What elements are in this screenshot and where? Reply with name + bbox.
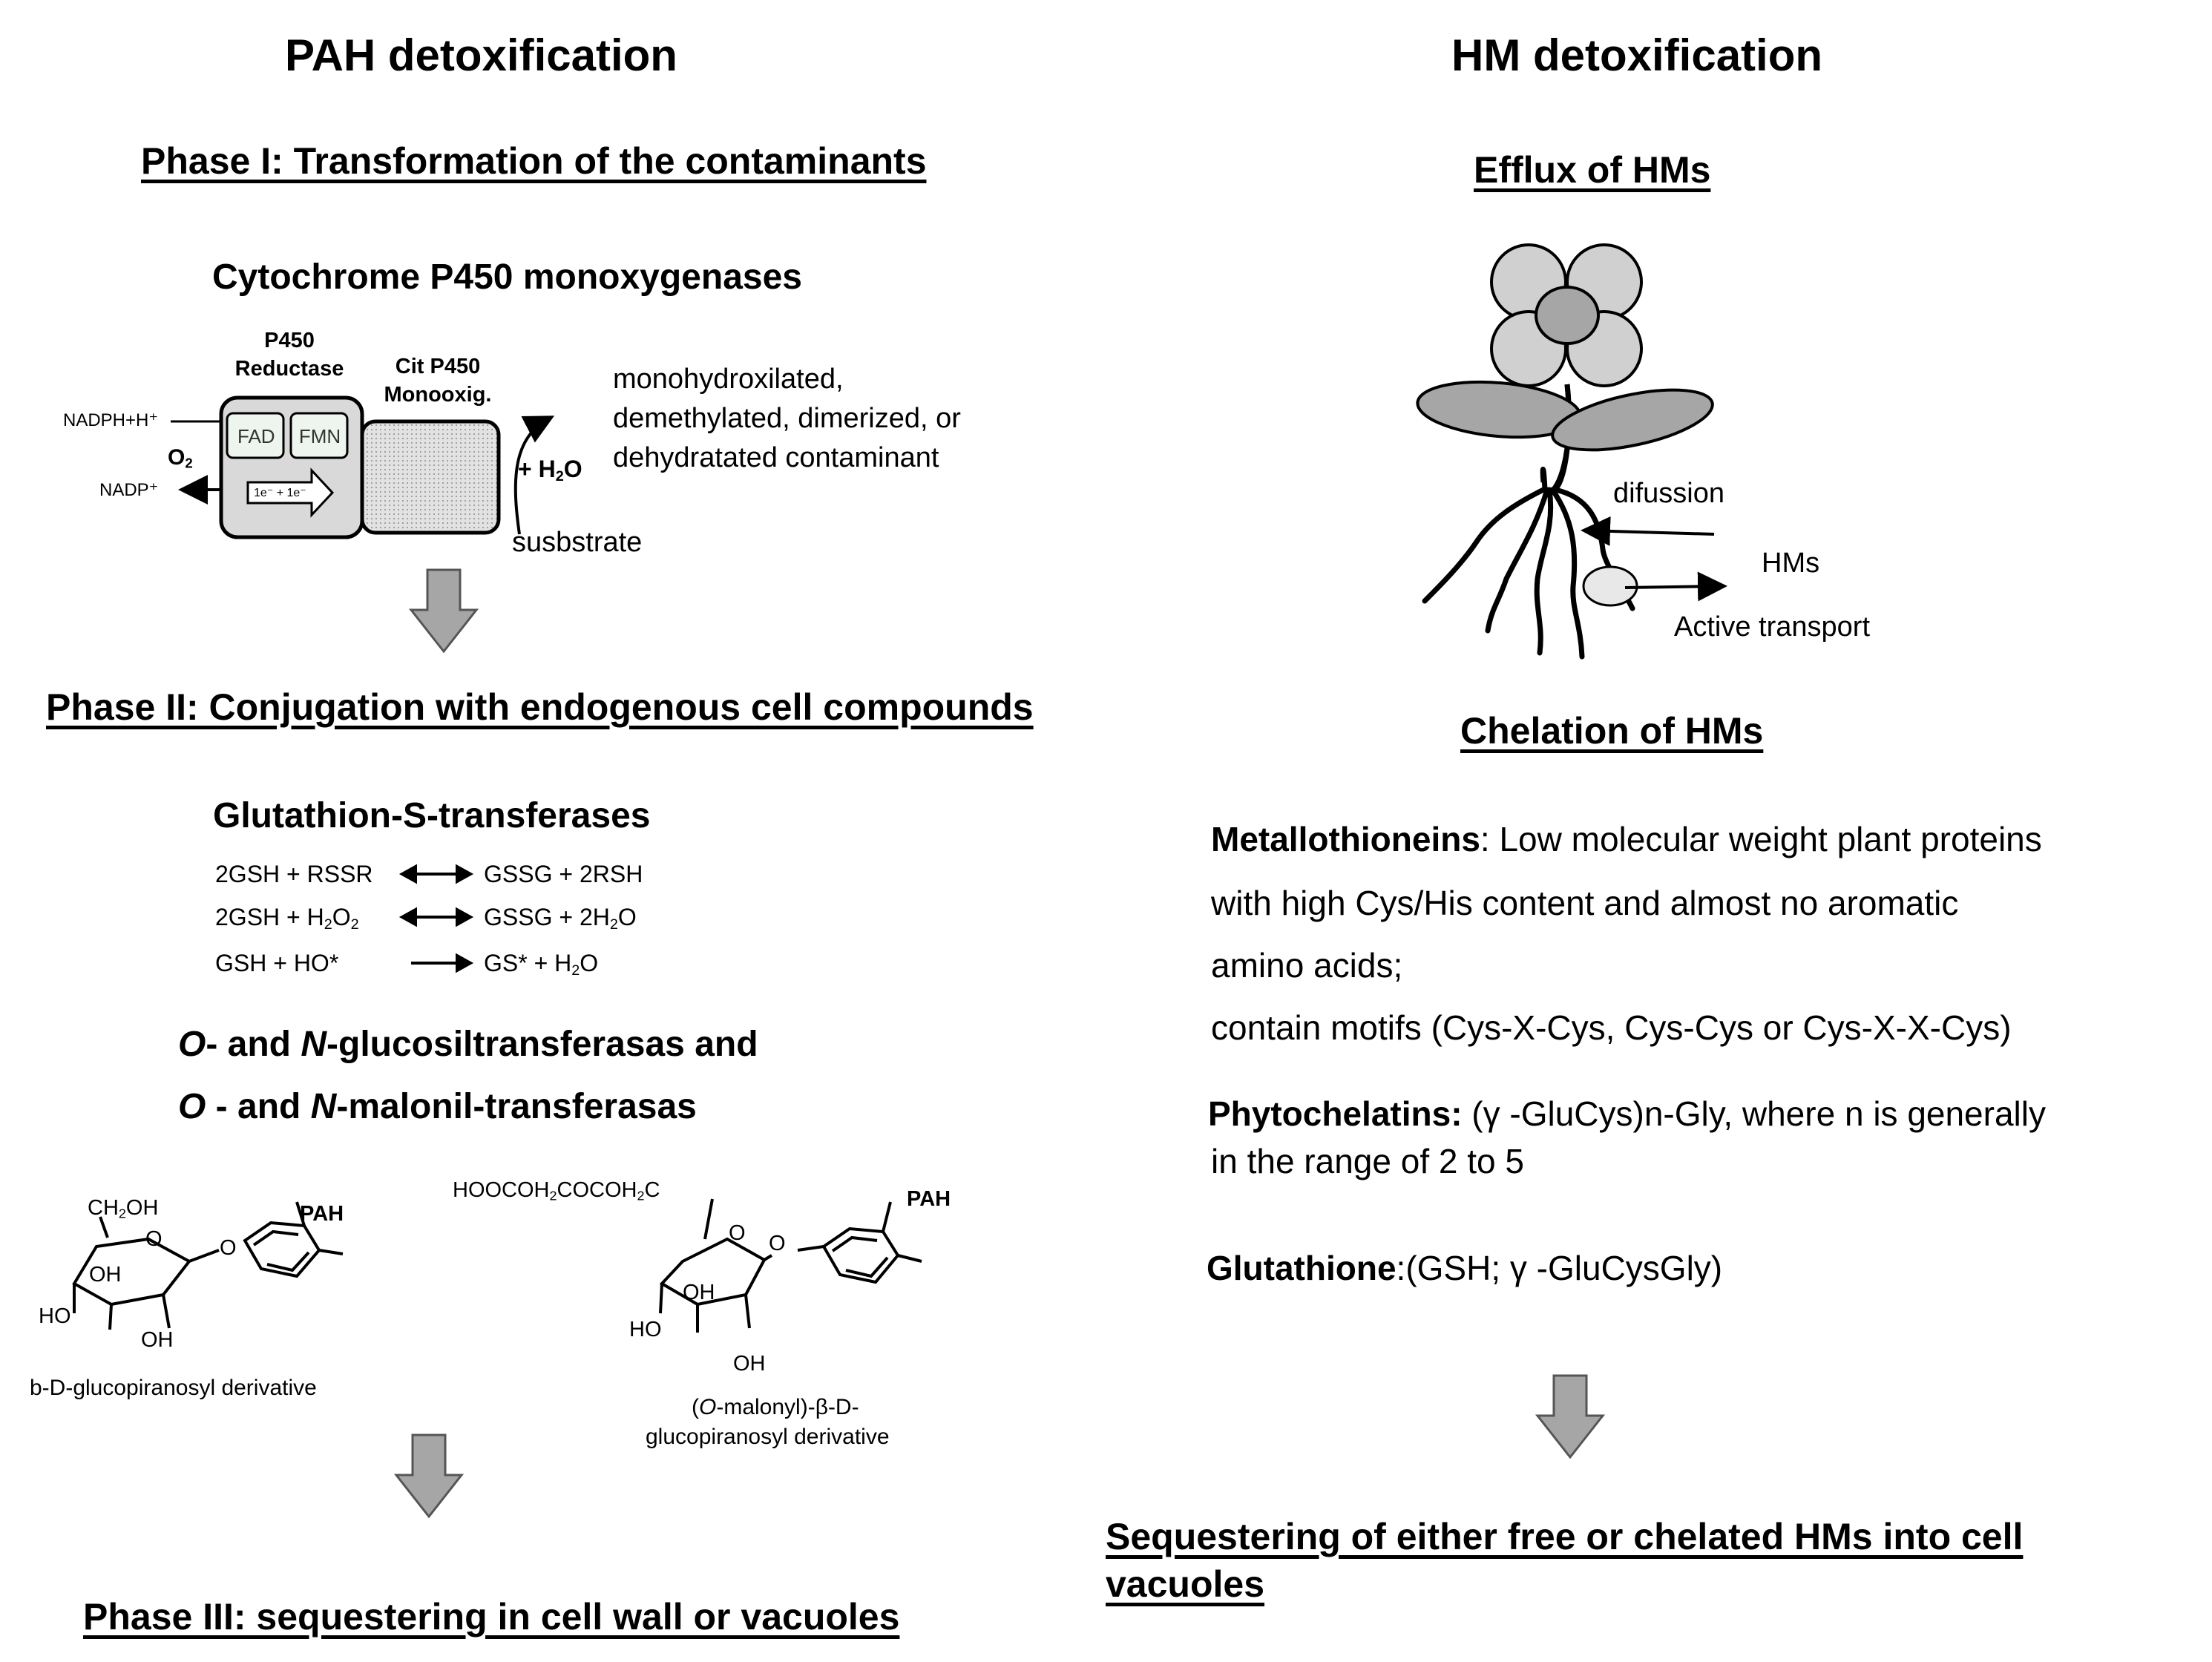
glutathione-line: Glutathione:(GSH; γ -GluCysGly) [1207,1249,1723,1287]
s1-oh-2: OH [141,1328,174,1352]
s2-caption-2: glucopiranosyl derivative [646,1425,890,1449]
metallothioneins-line-3: amino acids; [1211,946,1403,985]
product-line-2: demethylated, dimerized, or [613,403,961,434]
o2-label: O2 [168,445,193,471]
s1-oh-1: OH [89,1263,122,1287]
s2-chain: HOOCOH2COCOH2C [453,1178,660,1203]
metallothioneins-line-4: contain motifs (Cys-X-Cys, Cys-Cys or Cy… [1211,1008,2012,1047]
phytochelatins-line-2: in the range of 2 to 5 [1211,1142,1524,1180]
electron-label: 1e⁻ + 1e⁻ [254,487,306,499]
electron-arrow [246,467,335,518]
reductase-label-2: Reductase [234,357,344,381]
p450-diagram [171,395,555,539]
monooxig-label-1: Cit P450 [395,355,481,378]
product-line-1: monohydroxilated, [613,364,844,395]
sequestering-line-2: vacuoles [1106,1563,1265,1605]
plant-illustration [1416,243,1727,660]
phase1-heading: Phase I: Transformation of the contamina… [141,140,927,182]
reaction-3-right: GS* + H2O [484,950,599,979]
structure-1-drawing [72,1201,344,1330]
metallothioneins-line-2: with high Cys/His content and almost no … [1211,884,1959,922]
reaction-3-left: GSH + HO* [215,950,339,976]
phase2-heading: Phase II: Conjugation with endogenous ce… [46,686,1034,728]
metallothioneins-line-1: Metallothioneins: Low molecular weight p… [1211,820,2042,858]
s2-link-o: O [769,1232,786,1255]
down-arrow-3 [1535,1374,1606,1459]
hms-label: HMs [1762,548,1820,579]
substrate-label: susbstrate [512,527,643,558]
s2-ring-o: O [729,1221,746,1245]
efflux-heading: Efflux of HMs [1474,149,1711,191]
substrate-arrow [513,416,555,535]
h2o-label: + H2O [518,456,582,485]
s1-caption: b-D-glucopiranosyl derivative [30,1376,317,1400]
reaction-arrows [398,864,474,973]
nadp-label: NADP⁺ [99,480,159,500]
phase3-heading: Phase III: sequestering in cell wall or … [83,1596,900,1638]
gst-title: Glutathion-S-transferases [213,796,651,835]
nadph-label: NADPH+H⁺ [63,410,159,430]
cytochrome-title: Cytochrome P450 monoxygenases [212,257,802,297]
hm-title: HM detoxification [1451,30,1823,80]
chelation-heading: Chelation of HMs [1460,710,1764,752]
active-transport-label: Active transport [1674,611,1870,643]
structure-2-drawing [659,1198,922,1333]
s2-ho: HO [629,1318,662,1341]
phytochelatins-line-1: Phytochelatins: (γ -GluCys)n-Gly, where … [1208,1094,2046,1133]
reductase-label-1: P450 [264,329,315,352]
reaction-2-left: 2GSH + H2O2 [215,904,359,933]
s2-oh-2: OH [733,1352,766,1376]
sequestering-line-1: Sequestering of either free or chelated … [1106,1516,2024,1557]
pah-title: PAH detoxification [285,30,677,80]
s1-link-o: O [220,1236,237,1260]
difussion-label: difussion [1613,478,1724,509]
s1-ch2oh: CH2OH [88,1196,159,1221]
reaction-1-left: 2GSH + RSSR [215,861,373,887]
monooxig-label-2: Monooxig. [384,383,492,407]
reaction-2-right: GSSG + 2H2O [484,904,637,933]
down-arrow-2 [393,1433,465,1519]
s2-oh-1: OH [683,1281,715,1304]
down-arrow-1 [408,568,479,654]
reaction-1-right: GSSG + 2RSH [484,861,643,887]
monooxygenase-box [360,419,501,535]
transferases-line-1: O- and N-glucosiltransferasas and [178,1025,758,1064]
fmn-box [289,412,349,459]
s1-ring-o: O [145,1227,163,1251]
fad-box [226,412,285,459]
s2-pah: PAH [907,1187,951,1211]
s1-pah: PAH [300,1202,344,1226]
fmn-label: FMN [298,425,341,447]
fad-label: FAD [237,425,275,447]
product-line-3: dehydratated contaminant [613,442,939,473]
s1-ho: HO [39,1304,71,1328]
transferases-line-2: O - and N-malonil-transferasas [178,1087,697,1126]
s2-caption-1: (O-malonyl)-β-D- [692,1395,859,1419]
